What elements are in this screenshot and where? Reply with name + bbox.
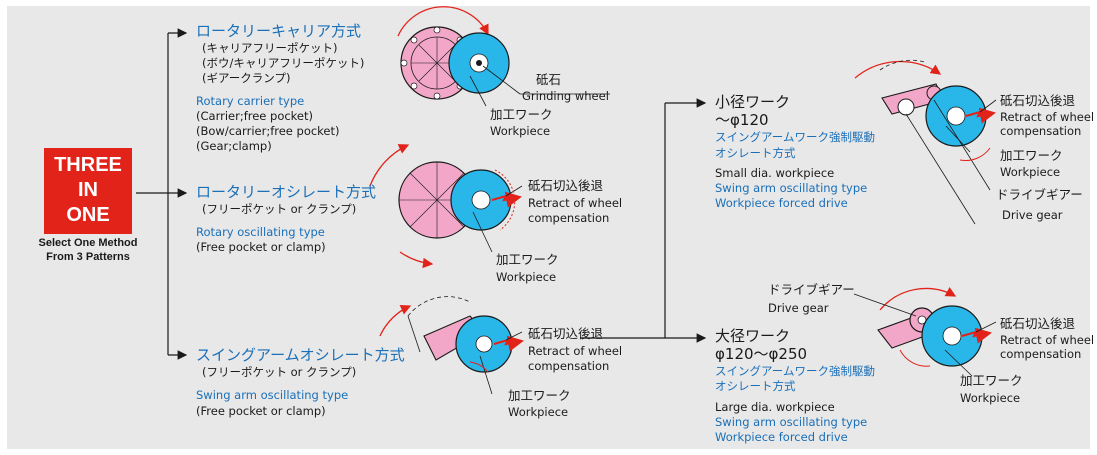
m1-work-en: Workpiece bbox=[490, 124, 551, 138]
small-gear-jp: ドライブギアー bbox=[996, 187, 1083, 202]
m2-work-en: Workpiece bbox=[496, 270, 557, 284]
method3-en-title: Swing arm oscillating type bbox=[196, 388, 349, 402]
m3-retract-en1: Retract of wheel bbox=[528, 344, 623, 358]
small-en2: Swing arm oscillating type bbox=[715, 181, 868, 195]
m2-retract-en1: Retract of wheel bbox=[528, 196, 623, 210]
badge-line3: ONE bbox=[66, 204, 110, 226]
m3-work-en: Workpiece bbox=[508, 405, 569, 419]
large-gear-jp: ドライブギアー bbox=[768, 282, 855, 297]
m1-wheel-jp: 砥石 bbox=[536, 72, 562, 87]
rotary-carrier-figure bbox=[397, 6, 610, 107]
large-title1: 大径ワーク bbox=[715, 327, 791, 345]
select-note: Select One Method From 3 Patterns bbox=[26, 236, 150, 264]
three-in-one-badge: THREE IN ONE bbox=[44, 148, 132, 234]
method1-jp-sub1: (キャリアフリーポケット) bbox=[202, 41, 338, 55]
large-jp-blue1: スイングアームワーク強制駆動 bbox=[715, 364, 875, 378]
small-retract-jp: 砥石切込後退 bbox=[1000, 93, 1076, 108]
background-panel bbox=[7, 6, 1090, 449]
large-work-en: Workpiece bbox=[960, 391, 1021, 405]
large-retract-en2: compensation bbox=[1000, 347, 1082, 361]
method2-en-sub: (Free pocket or clamp) bbox=[196, 240, 326, 254]
method3-jp-sub: (フリーポケット or クランプ) bbox=[202, 365, 357, 379]
small-en3: Workpiece forced drive bbox=[715, 196, 848, 210]
method3-en-sub: (Free pocket or clamp) bbox=[196, 404, 326, 418]
small-jp-blue1: スイングアームワーク強制駆動 bbox=[715, 130, 875, 144]
large-gear-en: Drive gear bbox=[768, 301, 829, 315]
m3-retract-en2: compensation bbox=[528, 359, 610, 373]
small-title2: 〜φ120 bbox=[715, 111, 769, 129]
select-note-line1: Select One Method bbox=[38, 237, 138, 249]
large-en2: Swing arm oscillating type bbox=[715, 415, 868, 429]
method1-en-sub1: (Carrier;free pocket) bbox=[196, 109, 313, 123]
large-work-jp: 加工ワーク bbox=[960, 373, 1023, 388]
badge-line1: THREE bbox=[54, 154, 122, 176]
small-work-jp: 加工ワーク bbox=[1000, 148, 1063, 163]
select-note-line2: From 3 Patterns bbox=[46, 251, 130, 263]
m3-work-jp: 加工ワーク bbox=[508, 388, 571, 403]
method1-jp-title: ロータリーキャリア方式 bbox=[196, 22, 362, 40]
method1-jp-sub3: (ギアークランプ) bbox=[202, 71, 291, 85]
m1-wheel-en: Grinding wheel bbox=[522, 89, 609, 103]
large-en1: Large dia. workpiece bbox=[715, 400, 835, 414]
m2-work-jp: 加工ワーク bbox=[496, 252, 559, 267]
method1-en-title: Rotary carrier type bbox=[196, 94, 305, 108]
small-en1: Small dia. workpiece bbox=[715, 166, 835, 180]
rotary-oscillating-figure bbox=[369, 144, 523, 269]
m2-retract-en2: compensation bbox=[528, 211, 610, 225]
small-gear-en: Drive gear bbox=[1002, 208, 1063, 222]
method2-en-title: Rotary oscillating type bbox=[196, 225, 325, 239]
small-title1: 小径ワーク bbox=[715, 93, 791, 111]
large-retract-en1: Retract of wheel bbox=[1000, 333, 1095, 347]
method1-en-sub2: (Bow/carrier;free pocket) bbox=[196, 124, 340, 138]
large-title2: φ120〜φ250 bbox=[715, 345, 808, 363]
small-dia-figure bbox=[854, 59, 997, 225]
large-dia-figure bbox=[853, 287, 997, 377]
method1-jp-sub2: (ボウ/キャリアフリーポケット) bbox=[202, 56, 365, 70]
m2-retract-jp: 砥石切込後退 bbox=[528, 178, 604, 193]
large-jp-blue2: オシレート方式 bbox=[715, 379, 796, 393]
flow-connectors bbox=[136, 28, 707, 360]
small-jp-blue2: オシレート方式 bbox=[715, 146, 796, 160]
method1-en-sub3: (Gear;clamp) bbox=[196, 139, 272, 153]
small-retract-en1: Retract of wheel bbox=[1000, 110, 1095, 124]
method2-jp-sub: (フリーポケット or クランプ) bbox=[202, 202, 357, 216]
m3-retract-jp: 砥石切込後退 bbox=[528, 326, 604, 341]
badge-line2: IN bbox=[78, 179, 98, 201]
large-retract-jp: 砥石切込後退 bbox=[1000, 316, 1076, 331]
small-retract-en2: compensation bbox=[1000, 124, 1082, 138]
small-work-en: Workpiece bbox=[1000, 165, 1061, 179]
swing-arm-figure bbox=[379, 296, 524, 395]
method3-jp-title: スイングアームオシレート方式 bbox=[196, 346, 405, 364]
m1-work-jp: 加工ワーク bbox=[490, 107, 553, 122]
large-en3: Workpiece forced drive bbox=[715, 430, 848, 444]
method2-jp-title: ロータリーオシレート方式 bbox=[196, 183, 377, 201]
